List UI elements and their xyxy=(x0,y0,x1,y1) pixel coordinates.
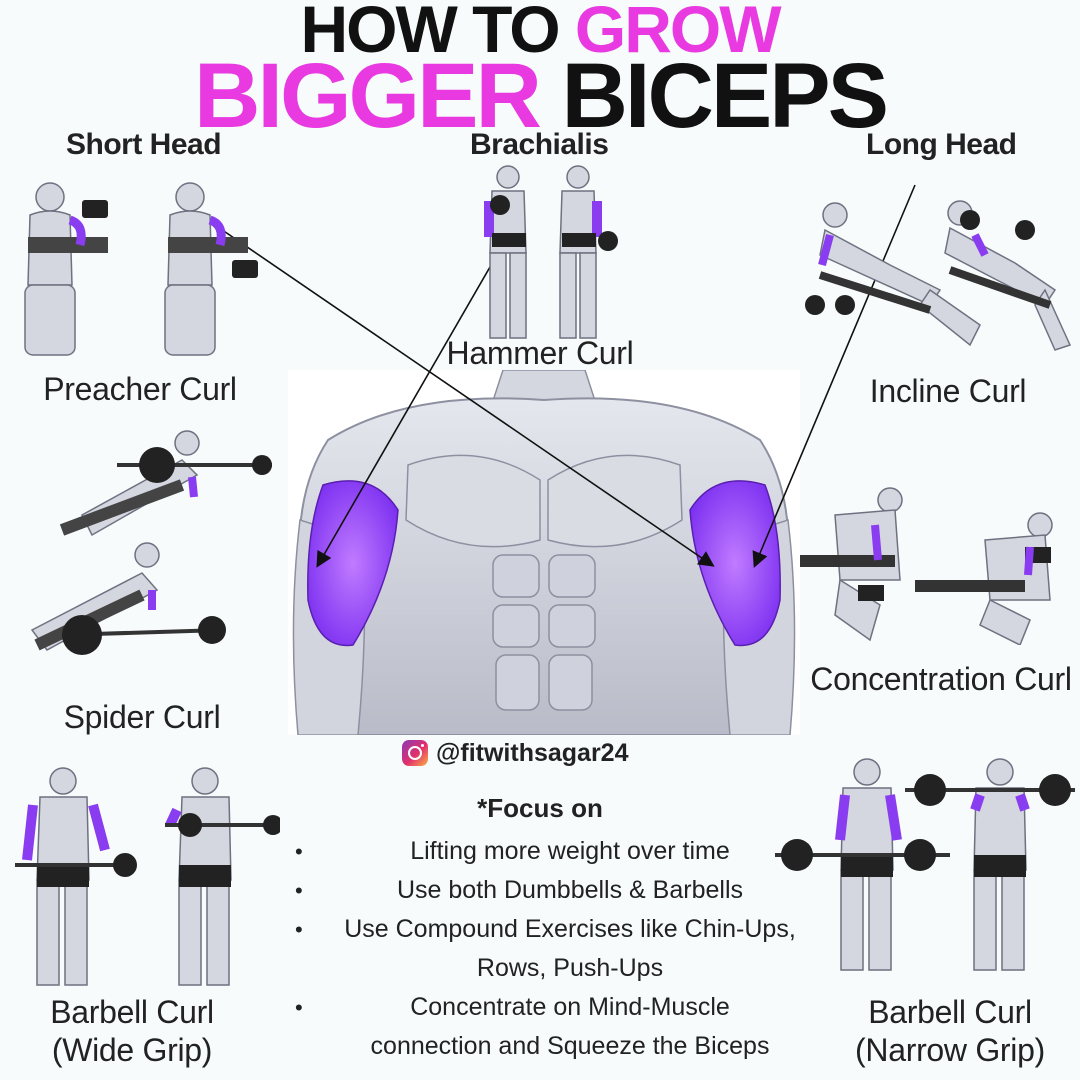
focus-title: *Focus on xyxy=(477,793,603,823)
label-concentration-curl: Concentration Curl xyxy=(810,661,1072,697)
arrow-long-head xyxy=(752,184,916,568)
focus-tip-continuation: Rows, Push-Ups xyxy=(476,954,664,982)
barbell-curl-wide-grip-illustration xyxy=(15,767,280,986)
label-barbell-curl-narrow-line1: Barbell Curl xyxy=(868,994,1032,1030)
label-incline-curl: Incline Curl xyxy=(869,373,1027,409)
focus-tip-continuation: connection and Squeeze the Biceps xyxy=(370,1032,770,1060)
bullet-icon: • xyxy=(295,917,303,942)
bullet-icon: • xyxy=(295,995,303,1020)
label-spider-curl: Spider Curl xyxy=(63,699,221,735)
focus-tip: •Use both Dumbbells & Barbells xyxy=(295,871,815,910)
title-prefix: HOW TO xyxy=(300,0,575,66)
barbell-curl-narrow-grip-illustration xyxy=(775,758,1075,971)
title-highlight-bigger: BIGGER xyxy=(193,45,542,147)
preacher-curl-illustration xyxy=(24,182,258,356)
arrow-short-head xyxy=(214,224,715,567)
label-preacher-curl: Preacher Curl xyxy=(43,371,237,407)
handle-text: @fitwithsagar24 xyxy=(436,738,629,767)
label-barbell-curl-wide: Barbell Curl (Wide Grip) xyxy=(12,993,252,1070)
focus-tip: •Use Compound Exercises like Chin-Ups, xyxy=(295,910,815,949)
label-barbell-curl-narrow-line2: (Narrow Grip) xyxy=(855,1032,1045,1069)
hammer-curl-illustration xyxy=(484,165,618,339)
label-barbell-curl-wide-line1: Barbell Curl xyxy=(50,994,214,1030)
title-line-1: HOW TO GROW xyxy=(0,0,1080,62)
section-long-head: Long Head xyxy=(866,128,1017,161)
section-brachialis: Brachialis xyxy=(470,128,609,161)
bullet-icon: • xyxy=(295,878,303,903)
incline-curl-illustration xyxy=(805,200,1072,351)
label-barbell-curl-wide-line2: (Wide Grip) xyxy=(51,1032,213,1069)
spider-curl-illustration xyxy=(30,430,272,655)
label-hammer-curl: Hammer Curl xyxy=(446,335,634,371)
instagram-handle[interactable]: @fitwithsagar24 xyxy=(402,737,642,769)
title-suffix: BICEPS xyxy=(538,45,889,147)
torso-anatomy-illustration xyxy=(288,370,800,735)
arrow-brachialis xyxy=(316,214,521,568)
focus-tip: •Concentrate on Mind-Muscle xyxy=(295,988,815,1027)
focus-tips-list: •Lifting more weight over time •Use both… xyxy=(295,832,815,1066)
section-short-head: Short Head xyxy=(66,128,222,161)
focus-tip: •Lifting more weight over time xyxy=(295,832,815,871)
title-highlight-grow: GROW xyxy=(574,0,782,66)
label-barbell-curl-narrow: Barbell Curl (Narrow Grip) xyxy=(830,993,1070,1070)
concentration-curl-illustration xyxy=(800,487,1053,645)
bullet-icon: • xyxy=(295,839,303,864)
title-line-2: BIGGER BICEPS xyxy=(0,50,1080,142)
instagram-icon xyxy=(402,740,428,766)
